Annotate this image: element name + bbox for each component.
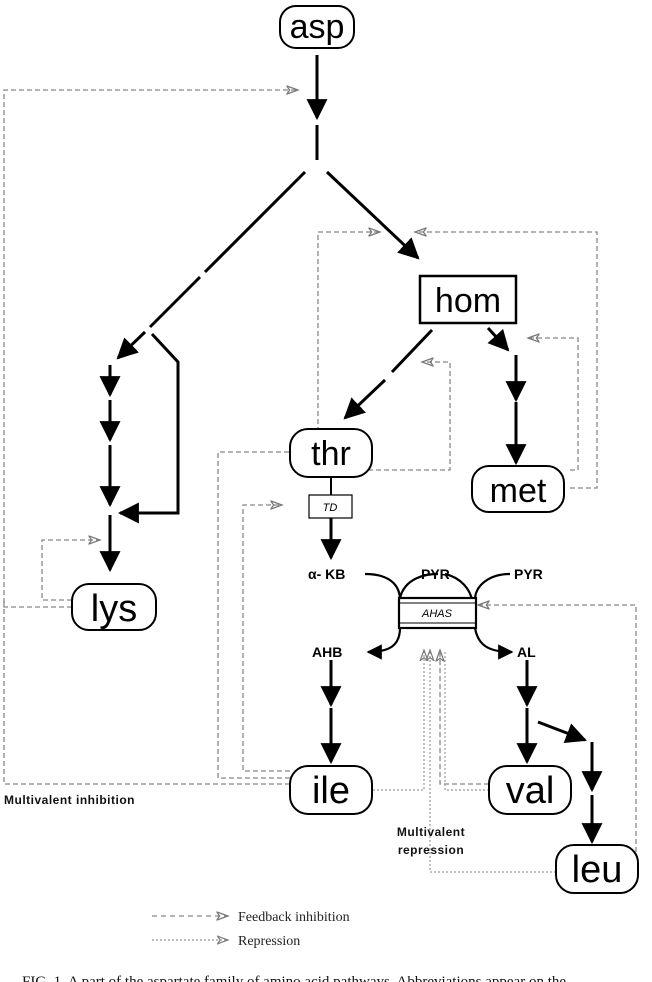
node-leu-label: leu [572,849,623,891]
al-curve [473,627,514,660]
branch-left-3 [116,330,147,360]
label-pyr-2: PYR [514,566,543,582]
leu-ahas-feedback-line [478,605,637,868]
enzyme-ahas: AHAS [397,596,478,630]
node-lys: lys [71,583,157,631]
lys-feedback-line [3,90,298,608]
node-val: val [488,765,572,815]
hom-to-thr-2 [343,378,387,420]
ile-repression-line [373,650,424,791]
figure-caption: FIG. 1. A part of the aspartate family o… [22,974,566,982]
enzyme-td-label: TD [323,502,338,514]
hom-to-met-1 [486,326,510,352]
thr-hom-loop [360,362,451,471]
node-met: met [471,465,565,513]
val-to-leu-branch [537,720,587,744]
node-leu: leu [555,844,639,894]
lys-small-loop [41,540,100,601]
pyr1-curve [398,572,439,599]
branch-left-1 [203,170,307,274]
thr-feedback-line [290,232,380,453]
met-repress-loop [528,338,579,471]
label-ahb: AHB [312,644,342,660]
enzyme-td: TD [308,494,353,519]
leu-repression-line [430,650,556,873]
val-repression-line [444,650,489,791]
node-ile-label: ile [312,770,350,812]
label-al: AL [517,644,536,660]
node-val-label: val [506,770,555,812]
node-asp-label: asp [290,8,345,46]
legend-repression-label: Repression [238,934,300,949]
ile-left-loop [217,451,292,779]
node-hom-label: hom [435,282,501,320]
akb-curve [364,572,402,601]
label-pyr-1: PYR [421,566,450,582]
label-akb: α- KB [308,566,345,582]
ahb-curve [366,627,402,660]
feedback-inhibition-lines [3,90,637,868]
val-ahas-feedback-line [440,650,489,785]
multivalent-repression-label-2: repression [398,843,464,857]
node-asp: asp [279,5,355,49]
lys-bypass [117,332,180,524]
node-thr: thr [289,428,373,478]
repression-lines [373,650,556,873]
branch-left-2 [148,275,202,329]
multivalent-repression-label-1: Multivalent [397,825,465,839]
pyr2-curve [473,572,511,601]
met-feedback-line [415,232,598,489]
node-met-label: met [490,472,547,510]
node-lys-label: lys [91,588,137,630]
multivalent-inhibition-label: Multivalent inhibition [4,793,135,807]
legend-feedback-label: Feedback inhibition [238,910,350,925]
pathway-arrows [99,55,603,845]
node-thr-label: thr [311,435,351,473]
enzyme-ahas-label: AHAS [421,608,453,620]
node-ile: ile [289,765,373,815]
node-hom: hom [418,274,518,325]
legend: Feedback inhibition Repression [152,910,350,949]
ile-td-feedback-line [242,505,290,772]
ile-multivalent-line [3,600,290,785]
hom-to-thr-1 [390,328,434,374]
branch-right [325,170,420,260]
